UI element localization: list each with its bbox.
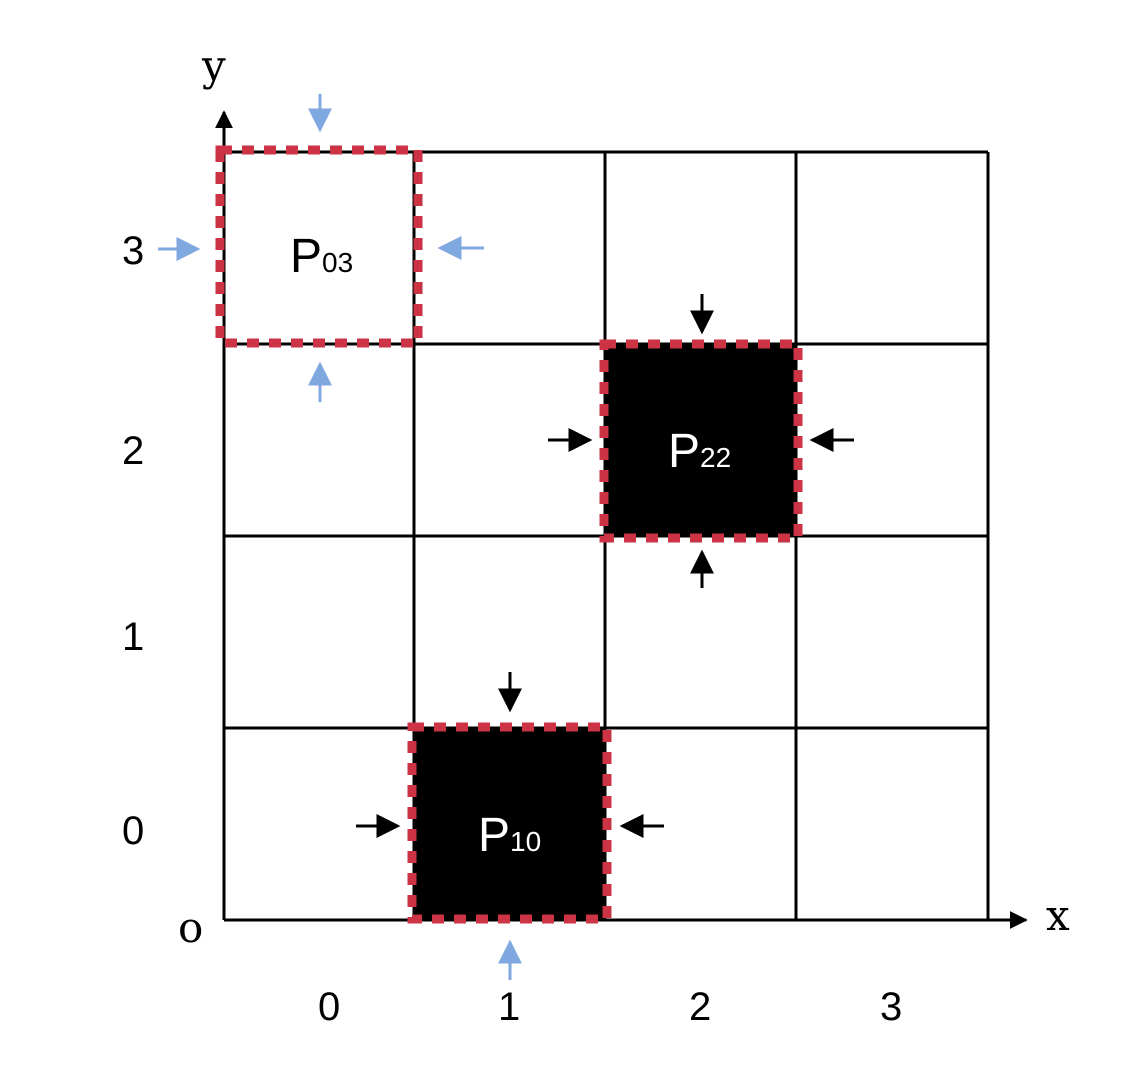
y-tick-label: 1 [122,615,144,659]
x-tick-label: 0 [318,985,340,1029]
y-tick-label: 3 [122,229,144,273]
cell-label-p22: P22 [668,425,731,478]
cell-p10-dashed-border [407,722,612,924]
cell-p22-dashed-border [599,339,803,543]
y-axis-label: y [201,41,226,90]
y-tick-label: 0 [122,809,144,853]
y-tick-label: 2 [122,429,144,473]
arrows-p03 [158,94,484,402]
cell-p03-dashed-border [215,145,423,348]
origin-label: o [178,903,203,952]
cell-p10-fill [415,728,605,920]
x-tick-label: 3 [880,985,902,1029]
x-tick-label: 1 [498,985,520,1029]
dashed-borders [215,145,803,924]
x-tick-label: 2 [689,985,711,1029]
cell-label-p10: P10 [478,809,541,862]
arrows-p10 [356,672,664,980]
cell-label-p03: P03 [290,230,353,283]
cell-p22-fill [605,345,795,535]
arrows-p22 [548,294,854,588]
x-axis-label: x [1046,891,1070,940]
